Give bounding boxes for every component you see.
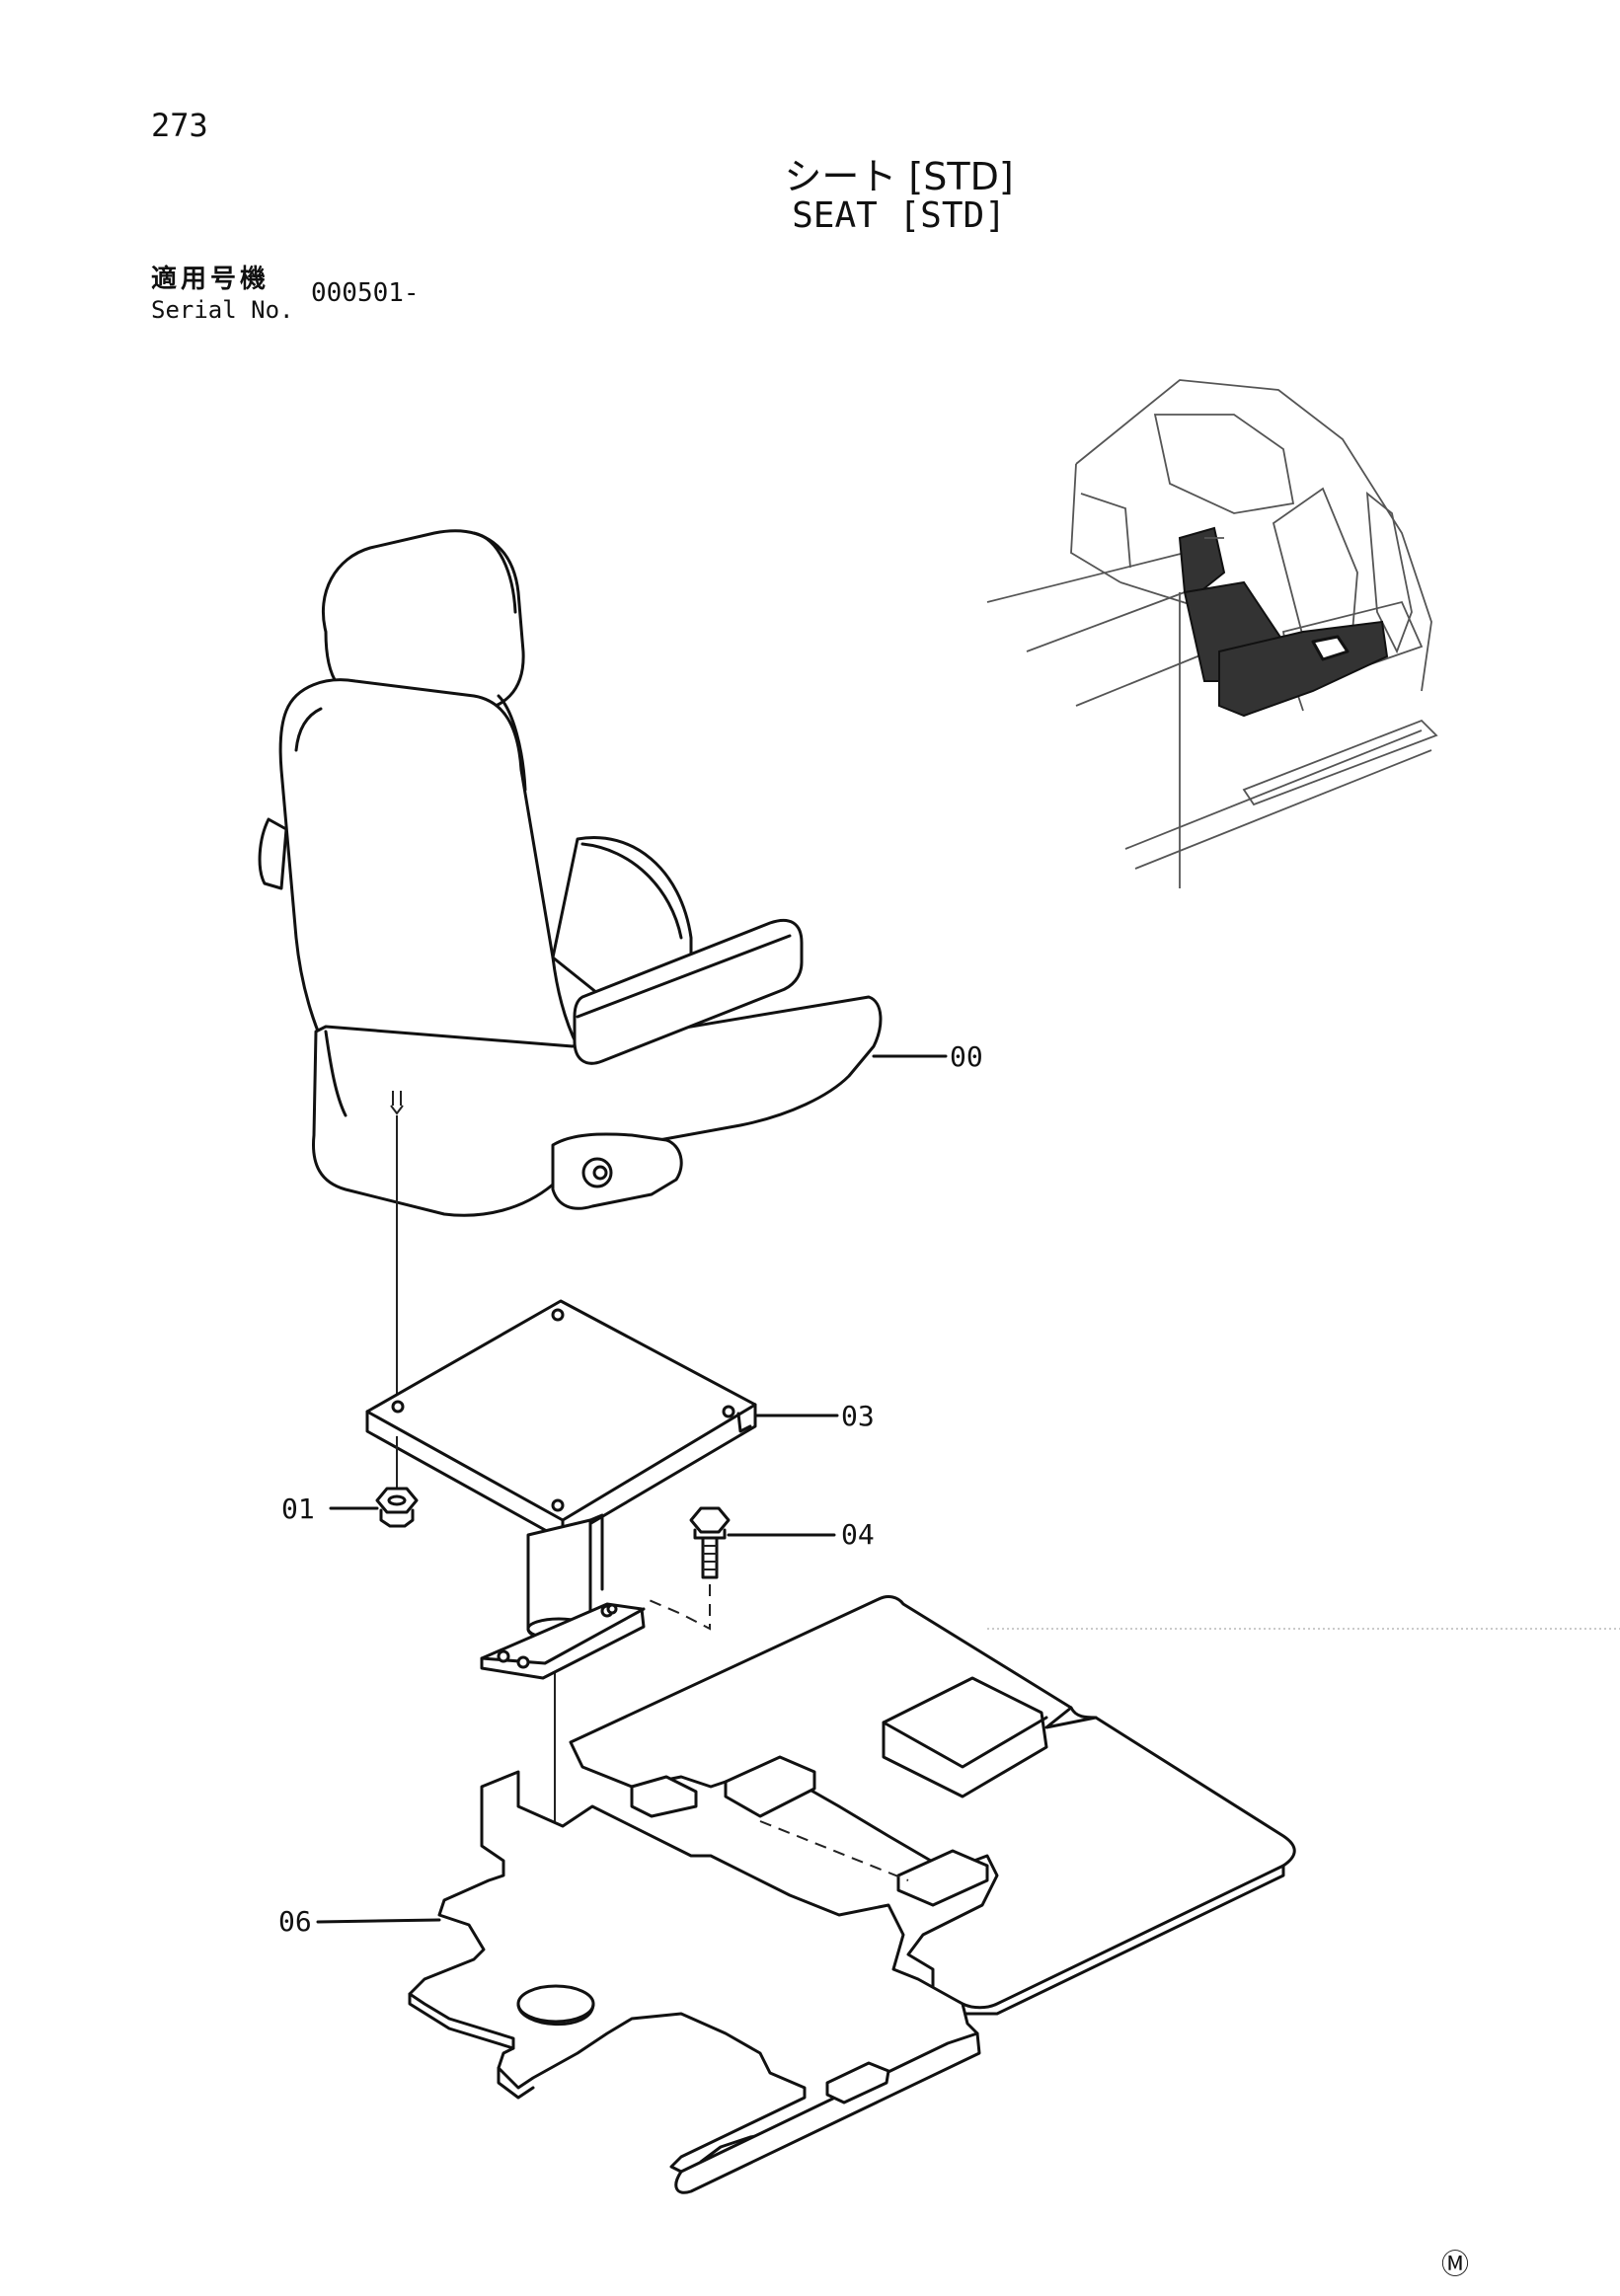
callout-mat-06: 06 bbox=[278, 1905, 312, 1938]
bolt-part bbox=[646, 1506, 836, 1631]
page-title-english: SEAT [STD] bbox=[792, 195, 1006, 236]
seat-assembly bbox=[258, 529, 883, 1217]
serial-label-english: Serial No. bbox=[151, 296, 294, 324]
cab-location-inset bbox=[986, 379, 1438, 888]
floor-mat bbox=[316, 1595, 1620, 2194]
seat-bracket bbox=[365, 1299, 757, 1680]
nut-part bbox=[329, 1436, 419, 1528]
callout-seat-00: 00 bbox=[950, 1040, 983, 1073]
page-title-japanese: シート [STD] bbox=[784, 155, 1014, 198]
callout-nut-01: 01 bbox=[281, 1492, 315, 1525]
serial-number-value: 000501- bbox=[311, 278, 420, 308]
page-number: 273 bbox=[151, 107, 208, 144]
maker-mark: Ⓜ bbox=[1441, 2248, 1470, 2280]
callout-bracket-03: 03 bbox=[841, 1400, 875, 1432]
serial-label-japanese: 適用号機 bbox=[151, 265, 270, 294]
callout-bolt-04: 04 bbox=[841, 1518, 875, 1551]
